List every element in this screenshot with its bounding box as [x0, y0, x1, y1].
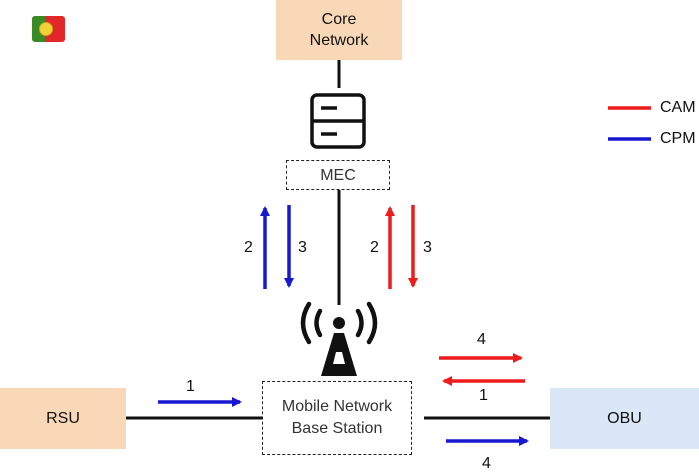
- cam-down-step-label: 3: [423, 239, 432, 256]
- server-icon: [310, 93, 366, 149]
- bs-to-obu-cam-step-label: 4: [477, 331, 486, 348]
- cam-up-step-label: 2: [370, 239, 379, 256]
- portugal-flag-icon: [32, 16, 65, 42]
- cpm-up-step-label: 2: [244, 239, 253, 256]
- rsu-node: RSU: [0, 388, 126, 449]
- rsu-label: RSU: [46, 410, 80, 427]
- rsu-to-bs-step-label: 1: [186, 378, 195, 395]
- obu-to-bs-cam-step-label: 1: [479, 387, 488, 404]
- base-station-label-line1: Mobile Network: [281, 398, 393, 415]
- mec-node: MEC: [286, 160, 390, 190]
- antenna-tower-icon: [300, 301, 378, 376]
- base-station-label-line2: Base Station: [291, 420, 383, 437]
- cpm-down-step-label: 3: [298, 239, 307, 256]
- base-station-node: Mobile Network Base Station: [262, 381, 412, 455]
- obu-label: OBU: [607, 410, 642, 427]
- obu-node: OBU: [550, 388, 699, 449]
- mec-label: MEC: [320, 166, 356, 184]
- legend-cam-label: CAM: [660, 99, 696, 116]
- bs-to-obu-cpm-step-label: 4: [482, 455, 491, 472]
- core-network-node: Core Network: [276, 0, 402, 60]
- legend-cpm-label: CPM: [660, 130, 696, 147]
- core-network-label-line1: Core: [321, 11, 357, 28]
- core-network-label-line2: Network: [309, 32, 369, 49]
